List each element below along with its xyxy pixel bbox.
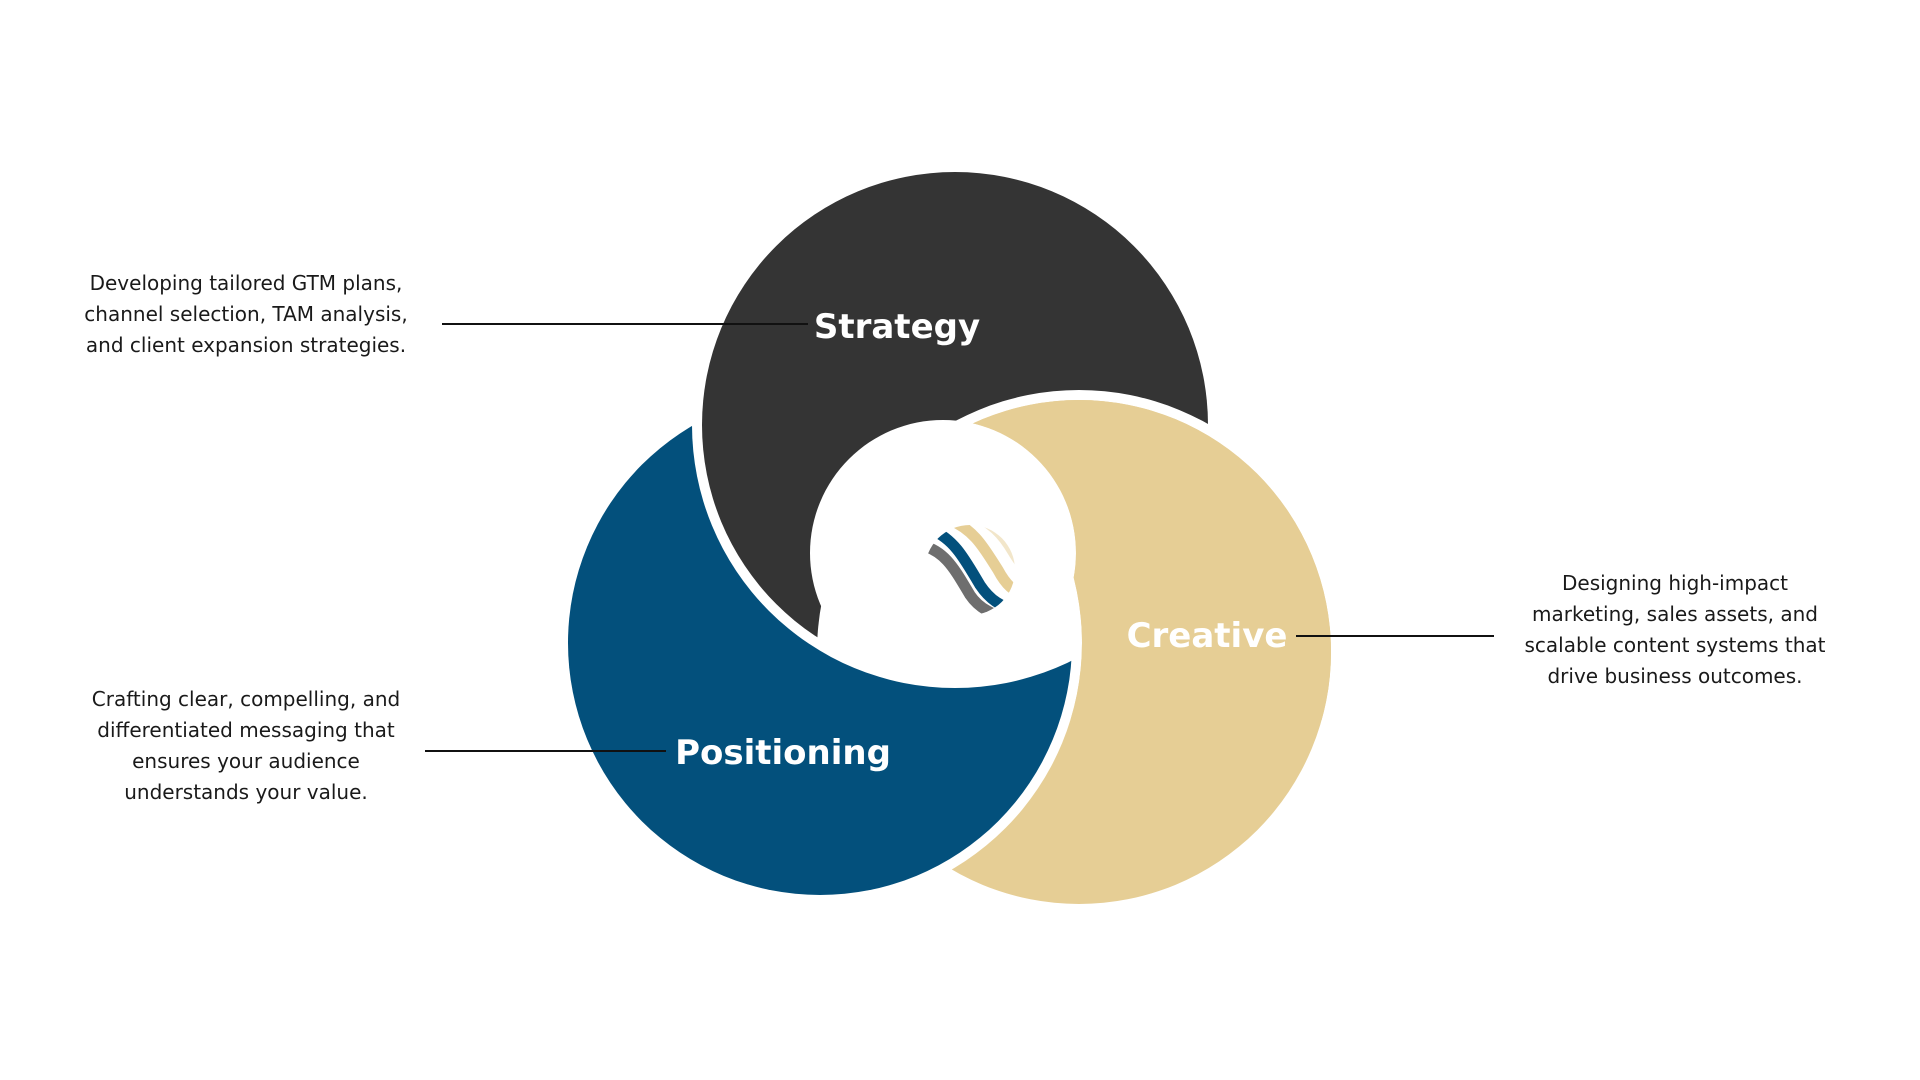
creative-label: Creative xyxy=(1127,616,1288,656)
strategy-circle xyxy=(702,172,1208,678)
strategy-description-line: channel selection, TAM analysis, xyxy=(84,302,408,326)
creative-description-line: Designing high-impact xyxy=(1562,571,1788,595)
creative-description: Designing high-impact marketing, sales a… xyxy=(1475,568,1875,692)
positioning-description-line: understands your value. xyxy=(124,780,368,804)
strategy-segment xyxy=(702,172,1208,678)
positioning-description: Crafting clear, compelling, and differen… xyxy=(46,684,446,808)
positioning-description-line: ensures your audience xyxy=(132,749,360,773)
positioning-description-line: Crafting clear, compelling, and xyxy=(91,687,401,711)
strategy-description-line: and client expansion strategies. xyxy=(85,333,407,357)
strategy-label: Strategy xyxy=(814,307,980,347)
creative-description-line: drive business outcomes. xyxy=(1547,664,1803,688)
creative-description-line: marketing, sales assets, and xyxy=(1532,602,1818,626)
strategy-description-line: Developing tailored GTM plans, xyxy=(89,271,403,295)
positioning-label: Positioning xyxy=(675,733,891,773)
strategy-description: Developing tailored GTM plans, channel s… xyxy=(46,268,446,361)
positioning-description-line: differentiated messaging that xyxy=(97,718,395,742)
creative-description-line: scalable content systems that xyxy=(1524,633,1826,657)
